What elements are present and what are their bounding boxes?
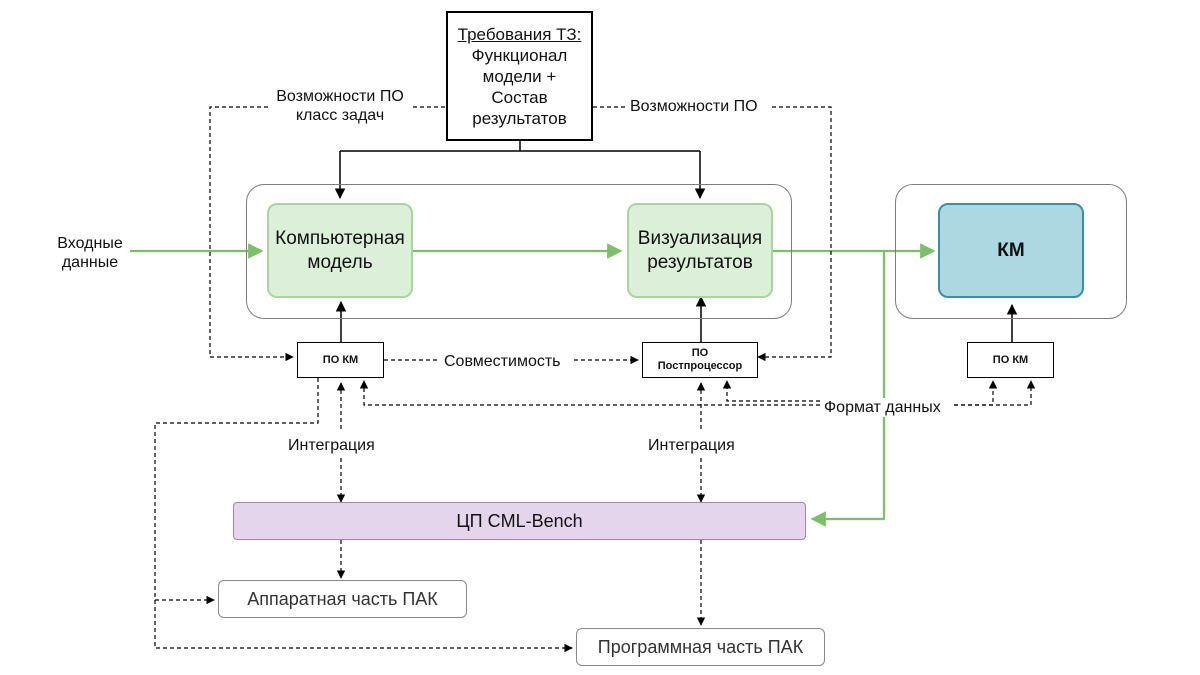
node-label: модель	[307, 251, 373, 273]
integration-left-label: Интеграция	[286, 436, 377, 455]
hardware-box: Аппаратная часть ПАК	[218, 580, 467, 618]
requirements-line: Функционал	[471, 45, 568, 65]
node-label: результатов	[647, 251, 753, 273]
requirements-connector	[334, 141, 706, 200]
data-format-label: Формат данных	[822, 398, 943, 417]
label-line: класс задач	[295, 107, 385, 124]
requirements-box: Требования ТЗ: Функционал модели + Соста…	[446, 11, 593, 141]
node-label: Аппаратная часть ПАК	[247, 588, 438, 609]
node-label: Постпроцессор	[657, 360, 743, 372]
node-label: ПО КМ	[322, 353, 359, 366]
node-label: ПО КМ	[992, 353, 1029, 366]
requirements-line: Состав	[491, 87, 548, 107]
compatibility-label: Совместимость	[442, 352, 563, 371]
po-postprocessor-box: ПО Постпроцессор	[642, 342, 758, 378]
km-group-frame	[895, 184, 1127, 319]
visualization-node: Визуализация результатов	[627, 203, 773, 298]
node-label: Визуализация	[637, 227, 763, 249]
requirements-line: модели +	[482, 66, 557, 86]
model-group-frame	[246, 184, 792, 319]
requirements-line: результатов	[472, 108, 567, 128]
green-flow-connectors	[130, 243, 936, 527]
cml-bench-bar: ЦП CML-Bench	[233, 502, 806, 540]
input-data-label: Входные данные	[40, 234, 140, 272]
dashed-connectors	[154, 106, 1036, 653]
node-label: КМ	[997, 239, 1025, 261]
label-line: данные	[61, 254, 119, 271]
label-line: Возможности ПО	[276, 88, 404, 105]
node-label: ПО	[691, 347, 709, 359]
capabilities-right-label: Возможности ПО	[628, 97, 760, 116]
label-line: Входные	[57, 235, 123, 252]
node-label: Программная часть ПАК	[597, 636, 804, 657]
computer-model-node: Компьютерная модель	[267, 203, 413, 298]
po-km-right-box: ПО КМ	[967, 342, 1054, 378]
requirements-title: Требования ТЗ:	[457, 24, 582, 44]
km-node: КМ	[938, 203, 1084, 298]
node-label: ЦП CML-Bench	[456, 510, 583, 531]
po-km-left-box: ПО КМ	[297, 342, 384, 378]
po-up-connectors	[335, 295, 1018, 342]
software-box: Программная часть ПАК	[576, 628, 825, 666]
capabilities-left-label: Возможности ПО класс задач	[262, 87, 418, 125]
integration-right-label: Интеграция	[646, 436, 737, 455]
node-label: Компьютерная	[275, 227, 405, 249]
